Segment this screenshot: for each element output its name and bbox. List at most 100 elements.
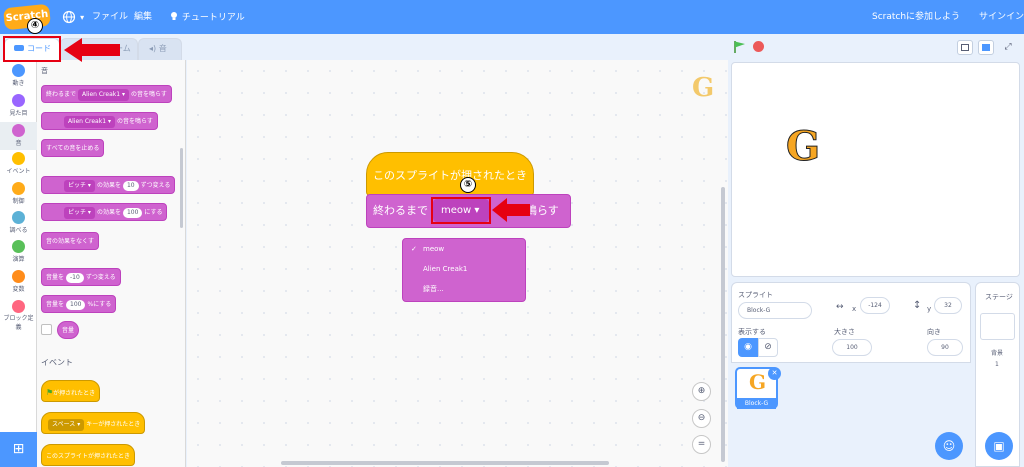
key-dropdown[interactable]: スペース ▾ [48, 419, 85, 431]
backdrops-label: 背景 [991, 350, 1004, 357]
green-flag-icon[interactable] [733, 40, 747, 54]
block-text: ずつ変える [85, 274, 116, 281]
normal-stage-icon [982, 44, 990, 51]
add-sprite-button[interactable]: ☺ [935, 432, 963, 460]
category-motion[interactable]: 動き [0, 64, 37, 87]
vertical-scrollbar[interactable] [721, 187, 725, 462]
speaker-icon: ◂) [149, 44, 157, 53]
sound-dropdown[interactable]: Alien Creak1 ▾ [78, 89, 129, 101]
effect-value-input[interactable]: 10 [122, 181, 139, 191]
tutorials-menu[interactable]: チュートリアル [169, 11, 245, 24]
sprite-thumbnail[interactable]: G Block-G [735, 367, 778, 409]
green-flag-icon: ⚑ [46, 388, 54, 397]
tab-code-label: コード [27, 44, 51, 53]
chevron-down-icon: ▾ [80, 13, 85, 22]
zoom-reset-button[interactable]: = [692, 435, 711, 454]
small-stage-button[interactable] [957, 40, 973, 55]
block-text: の効果を [96, 209, 121, 216]
file-menu[interactable]: ファイル [92, 12, 129, 22]
block-clear-effects[interactable]: 音の効果をなくす [41, 232, 100, 250]
category-label: 制御 [12, 198, 25, 205]
tab-sounds[interactable]: ◂) 音 [138, 38, 182, 60]
block-text: ずつ変える [140, 182, 171, 189]
horizontal-scrollbar[interactable] [281, 461, 609, 465]
effect-dropdown[interactable]: ピッチ ▾ [64, 180, 95, 192]
volume-value-input[interactable]: -10 [66, 273, 84, 283]
workspace-sprite-indicator: G [692, 73, 715, 103]
effect-value-input[interactable]: 100 [122, 208, 143, 218]
add-backdrop-button[interactable]: ▣ [985, 432, 1013, 460]
block-when-sprite-clicked[interactable]: このスプライトが押されたとき [41, 444, 136, 466]
sound-dropdown[interactable]: Alien Creak1 ▾ [64, 116, 115, 128]
code-icon [14, 45, 24, 51]
direction-field[interactable]: 90 [927, 339, 963, 356]
normal-stage-button[interactable] [978, 40, 994, 55]
dropdown-value: meow [441, 205, 472, 216]
size-field[interactable]: 100 [832, 339, 872, 356]
block-stop-all-sounds[interactable]: すべての音を止める [41, 139, 105, 157]
join-scratch-link[interactable]: Scratchに参加しよう [872, 12, 961, 22]
sign-in-link[interactable]: サインイン [979, 12, 1024, 22]
menu-bar: Scratch ▾ ファイル 編集 チュートリアル Scratchに参加しよう … [0, 0, 1024, 34]
category-variables[interactable]: 変数 [0, 270, 37, 293]
x-arrows-icon: ↔ [836, 302, 844, 312]
language-menu[interactable]: ▾ [62, 9, 84, 26]
hat-block-when-sprite-clicked[interactable]: このスプライトが押されたとき [366, 152, 534, 196]
palette-scrollbar[interactable] [180, 148, 183, 228]
stop-icon[interactable] [753, 41, 764, 52]
y-position-field[interactable]: 32 [934, 297, 962, 314]
eye-icon: ◉ [744, 342, 752, 352]
fullscreen-button[interactable]: ⤢ [1000, 40, 1016, 55]
block-text: 終わるまで [46, 91, 77, 98]
sound-dropdown[interactable]: meow ▾ [433, 199, 489, 222]
y-label: y [927, 305, 932, 313]
zoom-in-icon: ⊕ [697, 386, 706, 396]
block-text: の効果を [96, 182, 121, 189]
sprite-on-stage[interactable]: G [785, 123, 821, 171]
block-start-sound[interactable]: Alien Creak1 ▾の音を鳴らす [41, 112, 158, 130]
palette-heading-sound: 音 [41, 67, 48, 75]
zoom-out-button[interactable]: ⊖ [692, 409, 711, 428]
category-sensing[interactable]: 調べる [0, 211, 37, 234]
backdrop-plus-icon: ▣ [993, 439, 1005, 453]
volume-checkbox[interactable] [41, 324, 52, 335]
variables-dot-icon [12, 270, 25, 283]
show-visible-button[interactable]: ◉ [738, 338, 758, 357]
zoom-in-button[interactable]: ⊕ [692, 382, 711, 401]
block-when-flag-clicked[interactable]: ⚑が押されたとき [41, 380, 101, 402]
show-hidden-button[interactable]: ⊘ [758, 338, 778, 357]
add-extension-button[interactable]: ⊞ [0, 432, 37, 467]
edit-menu[interactable]: 編集 [134, 12, 153, 22]
category-my-blocks[interactable]: ブロック定義 [0, 300, 37, 332]
dropdown-option[interactable]: 録音... [423, 285, 444, 293]
sound-dropdown-menu: ✓ meow Alien Creak1 録音... [402, 238, 526, 302]
category-label: 調べる [9, 227, 28, 234]
category-events[interactable]: イベント [0, 152, 37, 175]
small-stage-icon [961, 44, 969, 51]
fullscreen-icon: ⤢ [1004, 42, 1012, 52]
globe-icon [62, 10, 76, 23]
stage-thumbnail[interactable] [980, 313, 1015, 340]
x-label: x [852, 305, 857, 313]
block-when-key-pressed[interactable]: スペース ▾キーが押されたとき [41, 412, 146, 434]
category-looks[interactable]: 見た目 [0, 94, 37, 117]
delete-sprite-button[interactable]: ✕ [768, 367, 781, 380]
category-control[interactable]: 制御 [0, 182, 37, 205]
category-operators[interactable]: 演算 [0, 240, 37, 263]
sprite-name-field[interactable]: Block-G [738, 302, 812, 319]
effect-dropdown[interactable]: ピッチ ▾ [64, 207, 95, 219]
block-text: が押されたとき [53, 390, 96, 397]
x-position-field[interactable]: -124 [860, 297, 890, 314]
stage-canvas[interactable] [731, 62, 1020, 277]
block-volume-reporter[interactable]: 音量 [57, 321, 80, 339]
dropdown-option[interactable]: meow [423, 245, 445, 253]
category-sound[interactable]: 音 [0, 122, 37, 150]
category-label: 動き [12, 80, 25, 87]
dropdown-option[interactable]: Alien Creak1 [423, 265, 468, 273]
volume-value-input[interactable]: 100 [66, 300, 86, 310]
